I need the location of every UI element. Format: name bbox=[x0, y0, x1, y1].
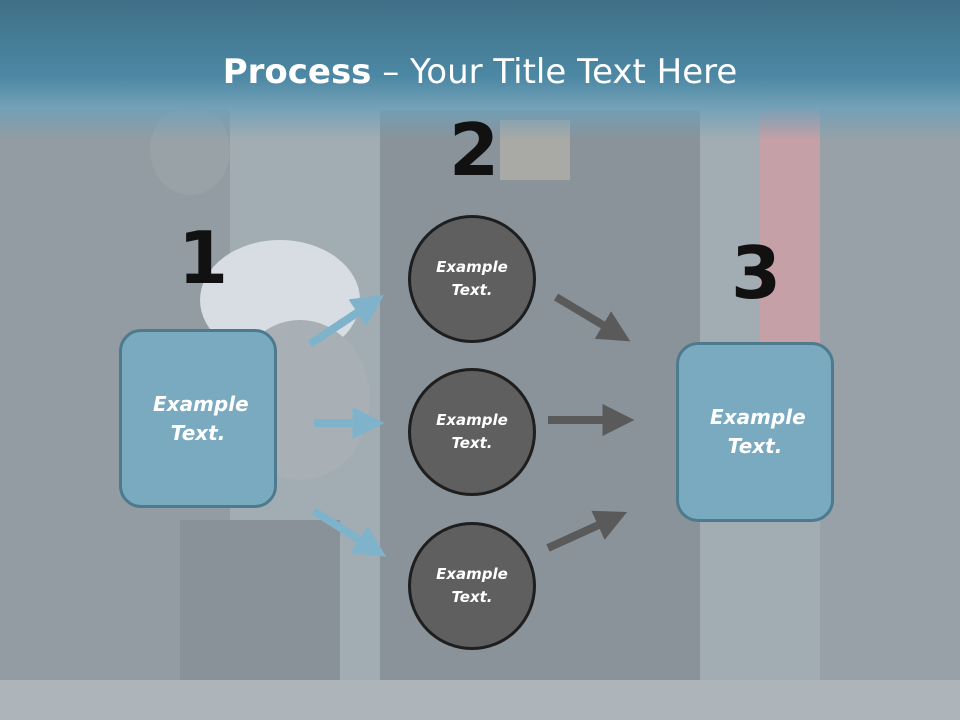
slide-title: Process – Your Title Text Here bbox=[0, 52, 960, 92]
right-box-text: Example Text. bbox=[710, 405, 806, 458]
left-box-text: Example Text. bbox=[153, 391, 249, 445]
title-bar bbox=[0, 0, 960, 140]
circle-middle[interactable]: Example Text. bbox=[408, 368, 536, 496]
blue-arrow-down bbox=[311, 507, 387, 557]
gray-arrow-up bbox=[546, 510, 628, 552]
circle-top-text: Example Text. bbox=[436, 258, 508, 299]
circle-bottom-text: Example Text. bbox=[436, 565, 508, 606]
right-box[interactable]: Example Text. bbox=[676, 342, 834, 522]
circle-top[interactable]: Example Text. bbox=[408, 215, 536, 343]
left-box[interactable]: Example Text. bbox=[119, 329, 277, 508]
blue-arrow-up bbox=[307, 295, 385, 348]
circle-middle-text: Example Text. bbox=[436, 411, 508, 452]
title-bold: Process bbox=[222, 52, 372, 92]
gray-arrow-down bbox=[553, 293, 631, 342]
step-number-1: 1 bbox=[178, 216, 229, 300]
step-number-3: 3 bbox=[731, 231, 782, 315]
circle-bottom[interactable]: Example Text. bbox=[408, 522, 536, 650]
step-number-2: 2 bbox=[449, 108, 500, 192]
title-rest: – Your Title Text Here bbox=[371, 52, 738, 92]
